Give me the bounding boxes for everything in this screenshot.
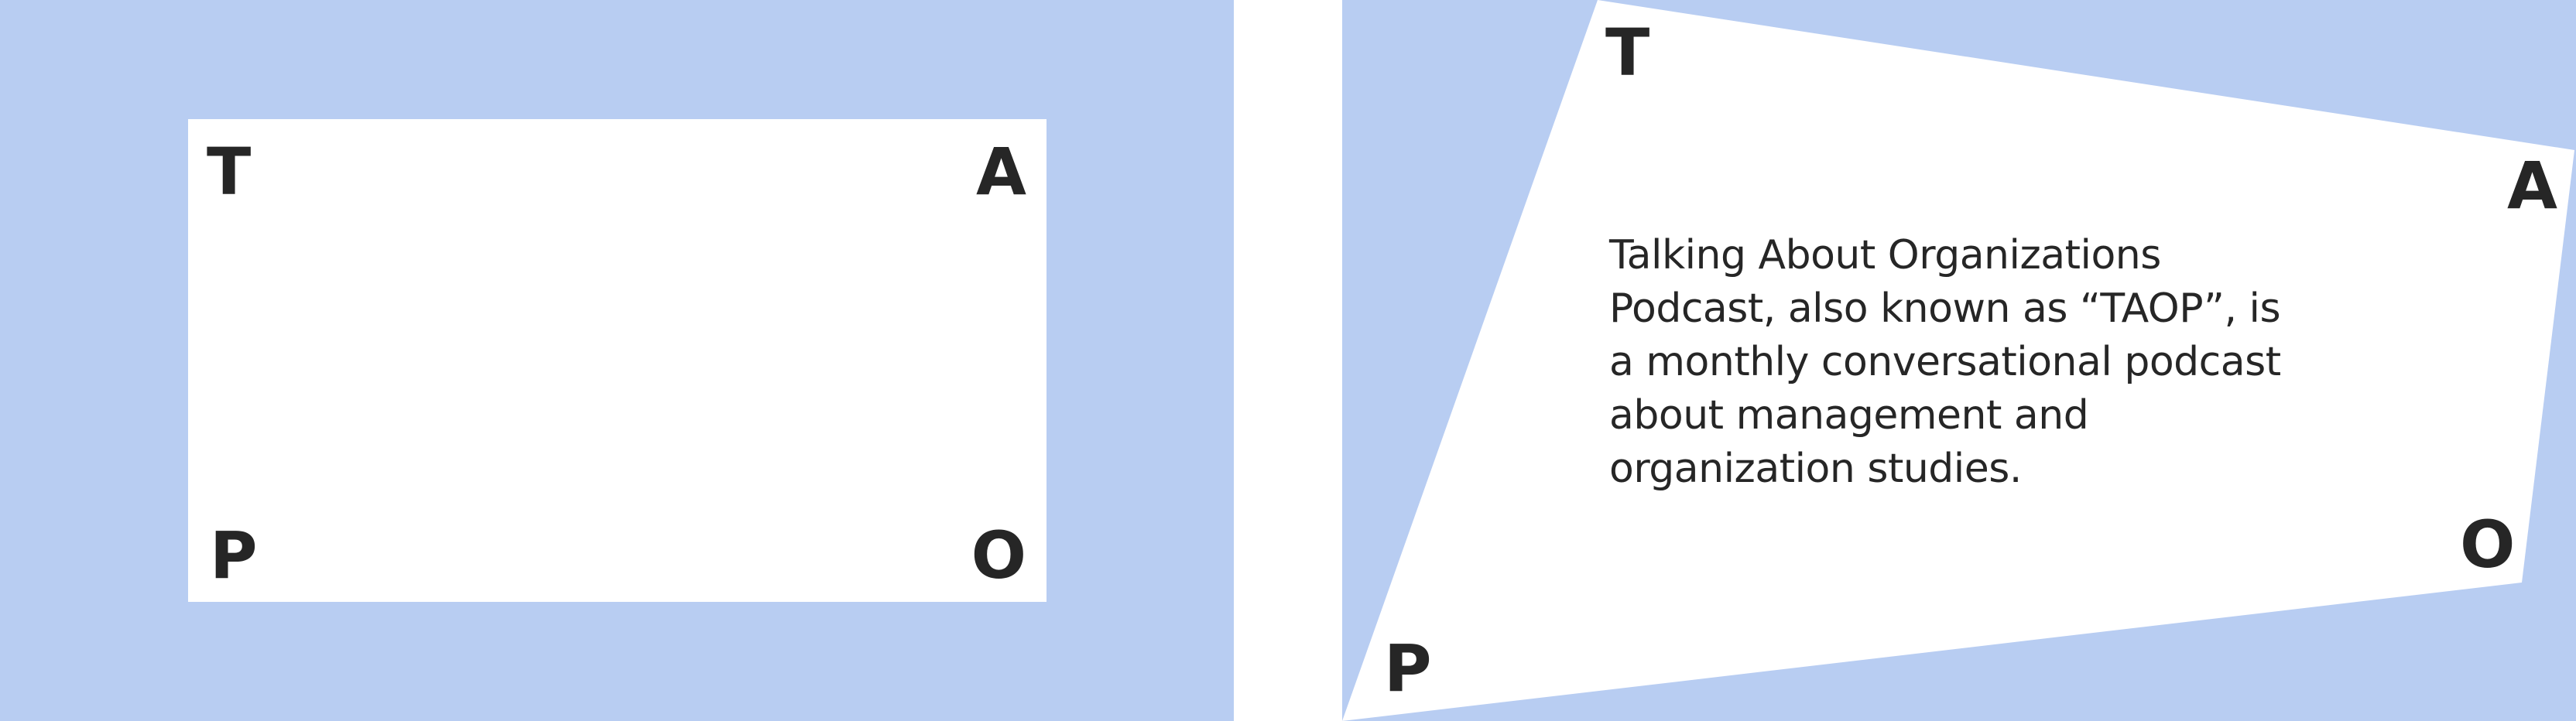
left-card-letter-p: P: [210, 518, 258, 593]
podcast-description: Talking About Organizations Podcast, als…: [1609, 232, 2281, 492]
right-card-letter-t: T: [1605, 15, 1650, 91]
right-panel: T A P O Talking About Organizations Podc…: [1342, 0, 2576, 721]
right-card-skewed: [1342, 0, 2574, 721]
left-card-letter-o: O: [971, 518, 1026, 593]
right-card-shape: [1342, 0, 2574, 721]
left-card-letter-t: T: [207, 134, 252, 210]
right-card-letter-p: P: [1384, 630, 1432, 706]
left-card-letter-a: A: [975, 134, 1026, 210]
left-card: T A P O: [188, 119, 1046, 602]
right-card-letter-o: O: [2460, 507, 2516, 583]
left-panel: T A P O: [0, 0, 1234, 721]
right-card-letter-a: A: [2507, 148, 2558, 224]
